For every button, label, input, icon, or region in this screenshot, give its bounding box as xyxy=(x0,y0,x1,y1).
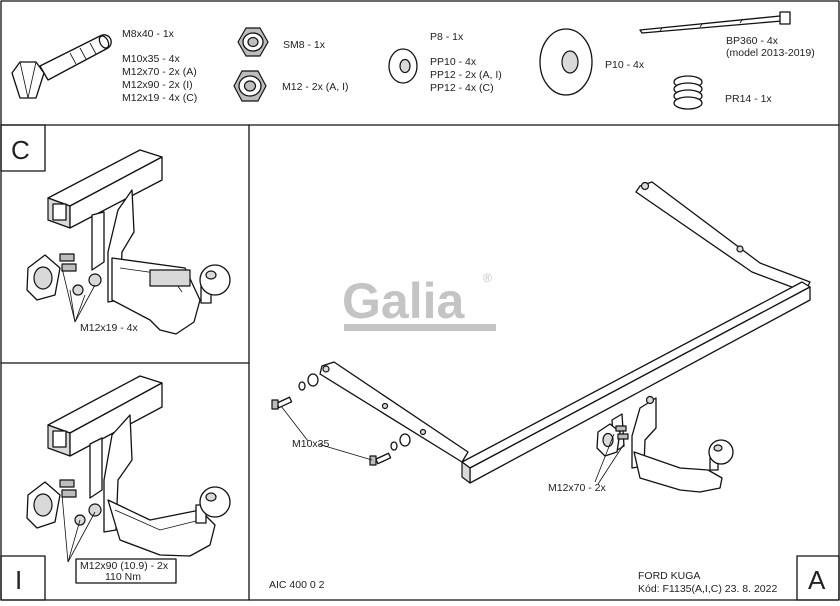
panel-i-hitch-drawing xyxy=(26,375,231,563)
small-washer-list: P8 - 1x PP10 - 4x PP12 - 2x (A, I) PP12 … xyxy=(430,31,502,94)
panel-i: I M12x90 (10.9) - 2x 110 Nm xyxy=(0,375,231,601)
cable-tie-model-note: (model 2013-2019) xyxy=(726,47,815,59)
panel-a-letter: A xyxy=(808,565,826,595)
bolt-label-m12x19: M12x19 - 4x (C) xyxy=(122,92,197,104)
panel-i-bolt-callout: M12x90 (10.9) - 2x xyxy=(80,560,169,572)
panel-i-callout-box xyxy=(75,558,177,584)
spring-label: PR14 - 1x xyxy=(725,93,772,105)
bolt-label-m12x90: M12x90 - 2x (I) xyxy=(122,79,193,91)
spring-illustration xyxy=(673,75,703,110)
panel-i-letter-box xyxy=(0,555,46,601)
nylon-nut-illustration xyxy=(237,27,269,57)
bolt-label-m10x35: M10x35 - 4x xyxy=(122,53,181,65)
catalog-code-date: Kód: F1135(A,I,C) 23. 8. 2022 xyxy=(638,583,777,595)
small-washer-illustration xyxy=(388,48,418,84)
hex-nut-illustration xyxy=(233,70,267,102)
tow-bar-assembly-drawing xyxy=(271,181,811,493)
washer-p10-label: P10 - 4x xyxy=(605,59,645,71)
cable-tie-illustration xyxy=(639,11,791,34)
nut-sm8-label: SM8 - 1x xyxy=(283,39,326,51)
panel-a-right-bolt-callout: M12x70 - 2x xyxy=(548,482,607,494)
panel-a: A Galia ® xyxy=(269,181,840,601)
panel-c: C xyxy=(0,124,231,335)
large-washer-illustration xyxy=(539,28,593,96)
galia-logo: Galia ® xyxy=(342,271,496,331)
bolt-illustration xyxy=(11,34,112,99)
panel-c-bolt-callout: M12x19 - 4x xyxy=(80,322,139,334)
washer-p8-label: P8 - 1x xyxy=(430,31,464,43)
panel-i-letter: I xyxy=(15,565,22,595)
panel-c-letter-box xyxy=(0,124,46,172)
galia-logo-text: Galia xyxy=(342,273,465,329)
washer-pp12-ai-label: PP12 - 2x (A, I) xyxy=(430,69,502,81)
vehicle-model: FORD KUGA xyxy=(638,570,700,582)
panel-a-left-bolt-callout: M10x35 xyxy=(292,438,330,450)
panel-c-hitch-drawing xyxy=(26,149,231,335)
galia-logo-underline xyxy=(344,324,496,331)
washer-pp10-label: PP10 - 4x xyxy=(430,56,477,68)
bolt-label-m12x70: M12x70 - 2x (A) xyxy=(122,66,197,78)
panel-i-torque-value: 110 Nm xyxy=(105,571,141,583)
panel-a-letter-box xyxy=(796,555,840,601)
product-code: AIC 400 0 2 xyxy=(269,579,325,591)
fastener-stack-lower-left xyxy=(369,433,411,466)
bolt-label-m8x40: M8x40 - 1x xyxy=(122,28,175,40)
cable-tie-label: BP360 - 4x xyxy=(726,35,779,47)
nut-m12-label: M12 - 2x (A, I) xyxy=(282,81,349,93)
fastener-stack-upper-left xyxy=(271,373,319,410)
bolt-sizes-list: M8x40 - 1x M10x35 - 4x M12x70 - 2x (A) M… xyxy=(122,28,197,104)
washer-pp12-c-label: PP12 - 4x (C) xyxy=(430,82,494,94)
galia-registered-mark: ® xyxy=(483,271,492,285)
panel-c-letter: C xyxy=(11,135,30,165)
